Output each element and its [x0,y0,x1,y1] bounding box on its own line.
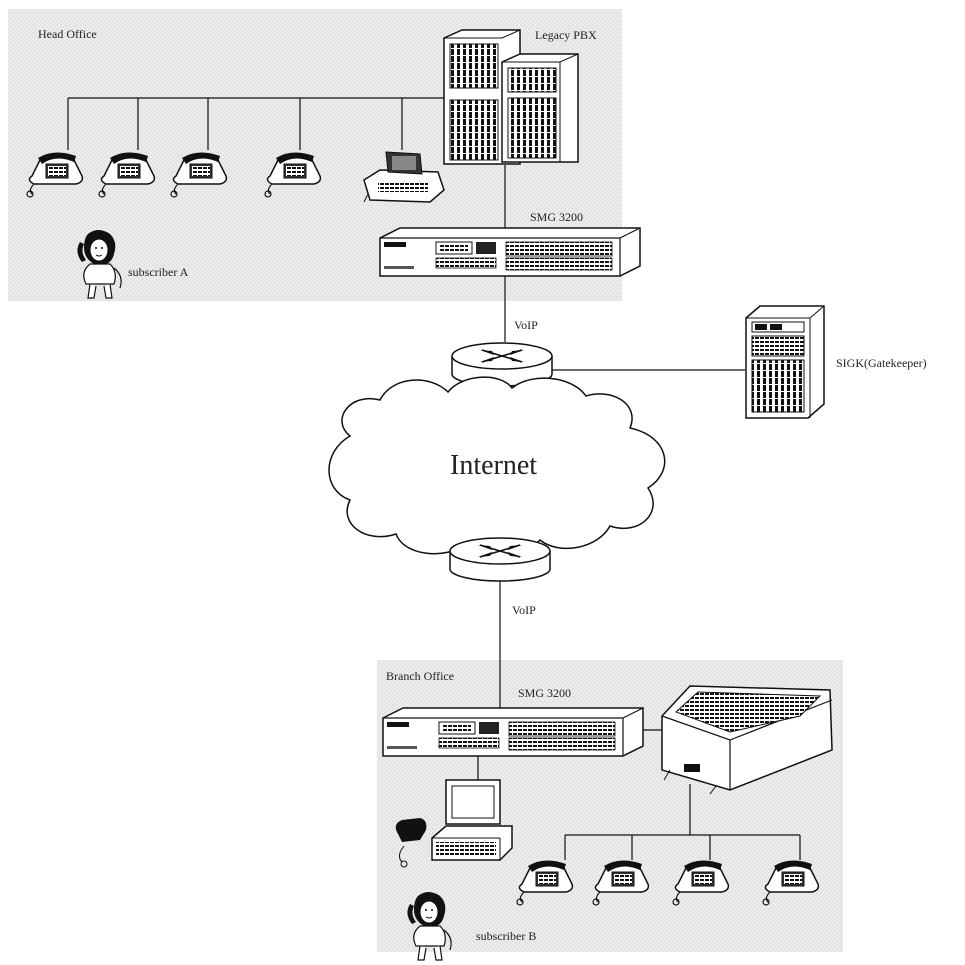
gatekeeper-server-icon [745,305,825,419]
head-office-label: Head Office [38,27,97,41]
head-office-bus [67,97,506,232]
subscriber-a-label: subscriber A [128,265,189,279]
internet-cloud-icon [328,376,666,557]
legacy-pbx-label: Legacy PBX [535,28,597,42]
voip-bottom-label: VoIP [512,603,536,617]
fax-icon [363,151,445,203]
branch-office-label: Branch Office [386,669,455,683]
smg-gateway-bottom-icon [382,707,644,757]
voip-top-label: VoIP [514,318,538,332]
subscriber-b-label: subscriber B [476,929,537,943]
smg-top-label: SMG 3200 [530,210,584,224]
legacy-pbx-rack-icon [443,29,579,165]
computer-icon [395,779,513,868]
gatekeeper-label: SIGK(Gatekeeper) [836,356,927,370]
router-bottom-icon [449,537,551,582]
internet-label: Internet [450,450,538,481]
key-system-unit-icon [661,685,833,795]
smg-bottom-label: SMG 3200 [518,686,572,700]
smg-gateway-top-icon [379,227,641,277]
